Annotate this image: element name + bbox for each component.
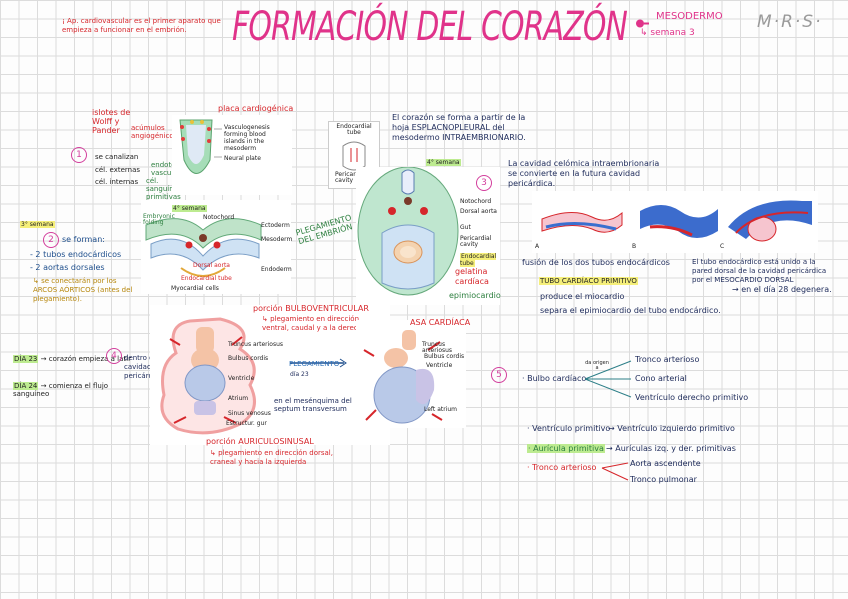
- placa-label: placa cardiogénica: [218, 104, 293, 113]
- semana4-small-tag: 4° semana: [172, 205, 207, 212]
- islotes-label: islotes de Wolff y Pander: [92, 108, 134, 135]
- mesodermo-label: MESODERMO: [656, 11, 723, 22]
- diag2-label-dorsal-aorta: Dorsal aorta: [193, 262, 230, 269]
- semana4-tag: 4° semana: [426, 159, 461, 166]
- dia28-note: → en el día 28 degenera.: [732, 285, 832, 294]
- auricula-primitiva-text: · Aurícula primitiva: [527, 444, 605, 453]
- heart-tube-panels: A B C: [532, 191, 818, 253]
- se-forman-label: se forman:: [62, 235, 105, 244]
- section-number-2: 2: [43, 232, 59, 248]
- section-number-3: 3: [476, 175, 492, 191]
- semana-label: ↳ semana 3: [640, 28, 695, 38]
- produce-miocardio: produce el miocardio: [540, 292, 624, 301]
- ventriculo-izquierdo-out: → Ventrículo izquierdo primitivo: [608, 424, 735, 433]
- corazon-origin-note: El corazón se forma a partir de la hoja …: [392, 113, 532, 143]
- semana4-text: 4° semana: [426, 159, 461, 166]
- tubo-primitivo-text: TUBO CARDÍACO PRIMITIVO: [539, 277, 638, 285]
- cono-arterial-out: Cono arterial: [635, 374, 687, 383]
- canalizan-label: se canalizan: [95, 153, 138, 161]
- dia23-tag: DÍA 23: [13, 355, 38, 363]
- tronco-arterioso-item: · Tronco arterioso: [527, 463, 596, 472]
- ventriculo-primitivo-item: · Ventrículo primitivo: [527, 424, 610, 433]
- panel-letter-b: B: [632, 243, 636, 250]
- cel-internas-label: cél. internas: [95, 178, 138, 186]
- separa-epimiocardio: separa el epimiocardio del tubo endocárd…: [540, 306, 721, 315]
- asa-cardiaca-title: ASA CARDÍACA: [410, 318, 470, 327]
- diag5-label-ventricle: Ventricle: [426, 362, 452, 369]
- dia23b-label: día 23: [290, 371, 309, 378]
- diag3-label-gut: Gut: [460, 224, 471, 231]
- tronco-pulmonar-out: Tronco pulmonar: [630, 475, 697, 484]
- panel-letter-c: C: [720, 243, 724, 250]
- cavidad-note: La cavidad celómica intraembrionaria se …: [508, 159, 663, 189]
- tubos-endocardicos-item: - 2 tubos endocárdicos: [30, 250, 121, 259]
- diag3-label-pericardial: Pericardial cavity: [460, 236, 500, 248]
- arrow-bullet-icon: [636, 13, 650, 22]
- dia24-item: DÍA 24 → comienza el flujo sanguíneo: [13, 382, 113, 398]
- section-number-5: 5: [491, 367, 507, 383]
- diag2-label-endoderm: Endoderm: [261, 266, 292, 273]
- aortas-dorsales-item: - 2 aortas dorsales: [30, 263, 105, 272]
- diag2-label-ectoderm: Ectoderm: [261, 222, 290, 229]
- small-diag-endocardial: Endocardial tube: [333, 124, 375, 136]
- dia24-tag: DÍA 24: [13, 382, 38, 390]
- diag3-label-aorta: Dorsal aorta: [460, 208, 497, 215]
- diag4-label-bulbus: Bulbus cordis: [228, 355, 268, 362]
- bulbo-cardiaco-item: · Bulbo cardíaco: [522, 374, 586, 383]
- plegamiento-embrion-label: PLEGAMIENTO DEL EMBRIÓN: [295, 212, 360, 246]
- diag3-endocardial-text: Endocardial tube: [460, 253, 496, 267]
- diag3-label-endocardial: Endocardial tube: [460, 253, 500, 267]
- diag4-label-estructur: Estructur. gur: [226, 420, 267, 427]
- plegamiento-label: PLEGAMIENTO: [289, 360, 339, 368]
- intro-note: ¡ Ap. cardiovascular es el primer aparat…: [62, 17, 222, 35]
- section-number-1: 1: [71, 147, 87, 163]
- page-title: FORMACIÓN DEL CORAZÓN: [232, 4, 627, 50]
- diag4-label-sinus: Sinus venosus: [228, 410, 271, 417]
- tronco-arterioso-out: Tronco arterioso: [635, 355, 699, 364]
- semana4-small-text: 4° semana: [172, 205, 207, 212]
- tubo-endocardico-note: El tubo endocárdico está unido a la pare…: [692, 258, 830, 285]
- asa-cardiaca-diagram: Truncus arteriosus Bulbus cordis Ventric…: [356, 320, 466, 428]
- diag4-label-truncus: Truncus arteriosus: [228, 341, 283, 348]
- diag2-label-endocardial: Endocardial tube: [181, 275, 232, 282]
- diag5-label-atrium: Left atrium: [424, 406, 457, 413]
- diag2-label-notochord: Notochord: [203, 214, 234, 221]
- branch-arrows-bulbo: [583, 357, 633, 401]
- semana3-text: 3° semana: [20, 221, 55, 228]
- gelatina-label: gelatina cardíaca: [455, 267, 505, 287]
- auriculas-out: → Aurículas izq. y der. primitivas: [606, 444, 736, 453]
- bulboventricular-title: porción BULBOVENTRICULAR: [253, 304, 369, 313]
- auricula-primitiva-item: · Aurícula primitiva: [527, 444, 605, 453]
- diag2-label-mesoderm: Mesoderm: [261, 236, 292, 243]
- diag1-label-vasculogenesis: Vasculogenesis forming blood islands in …: [224, 124, 284, 152]
- mesenquima-note: en el mesénquima del septum transversum: [274, 397, 359, 413]
- panel-letter-a: A: [535, 243, 539, 250]
- aorta-ascendente-out: Aorta ascendente: [630, 459, 701, 468]
- diag3-label-notochord: Notochord: [460, 198, 491, 205]
- epimiocardio-label: epimiocardio: [449, 291, 501, 300]
- diag4-label-ventricle: Ventricle: [228, 375, 254, 382]
- diag4-label-atrium: Atrium: [228, 395, 248, 402]
- ventriculo-derecho-out: Ventrículo derecho primitivo: [635, 393, 748, 402]
- auriculosinusal-text: ↳ plegamiento en dirección dorsal, crane…: [210, 449, 360, 467]
- fusion-label: fusión de los dos tubos endocárdicos: [522, 258, 670, 267]
- semana3-tag: 3° semana: [20, 221, 55, 228]
- blood-islands-diagram: Vasculogenesis forming blood islands in …: [172, 115, 292, 195]
- cel-externas-label: cél. externas: [95, 166, 140, 174]
- diag2-label-folding: Embryonic folding: [143, 214, 167, 226]
- diag1-label-neural-plate: Neural plate: [224, 155, 261, 162]
- author-initials: M·R·S·: [757, 12, 822, 32]
- embryo-folding-diagram: Embryonic folding Notochord Ectoderm Mes…: [141, 200, 291, 294]
- arcos-aorticos-note: ↳ se conectarán por los ARCOS AÓRTICOS (…: [33, 277, 138, 304]
- branch-arrows-tronco: [600, 460, 630, 484]
- diag2-label-myocardial: Myocardial cells: [171, 285, 219, 292]
- diag5-label-bulbus: Bulbus cordis: [424, 353, 464, 360]
- auriculosinusal-title: porción AURICULOSINUSAL: [206, 437, 314, 446]
- section-number-4: 4: [106, 348, 122, 364]
- tubo-primitivo-tag: TUBO CARDÍACO PRIMITIVO: [539, 277, 638, 285]
